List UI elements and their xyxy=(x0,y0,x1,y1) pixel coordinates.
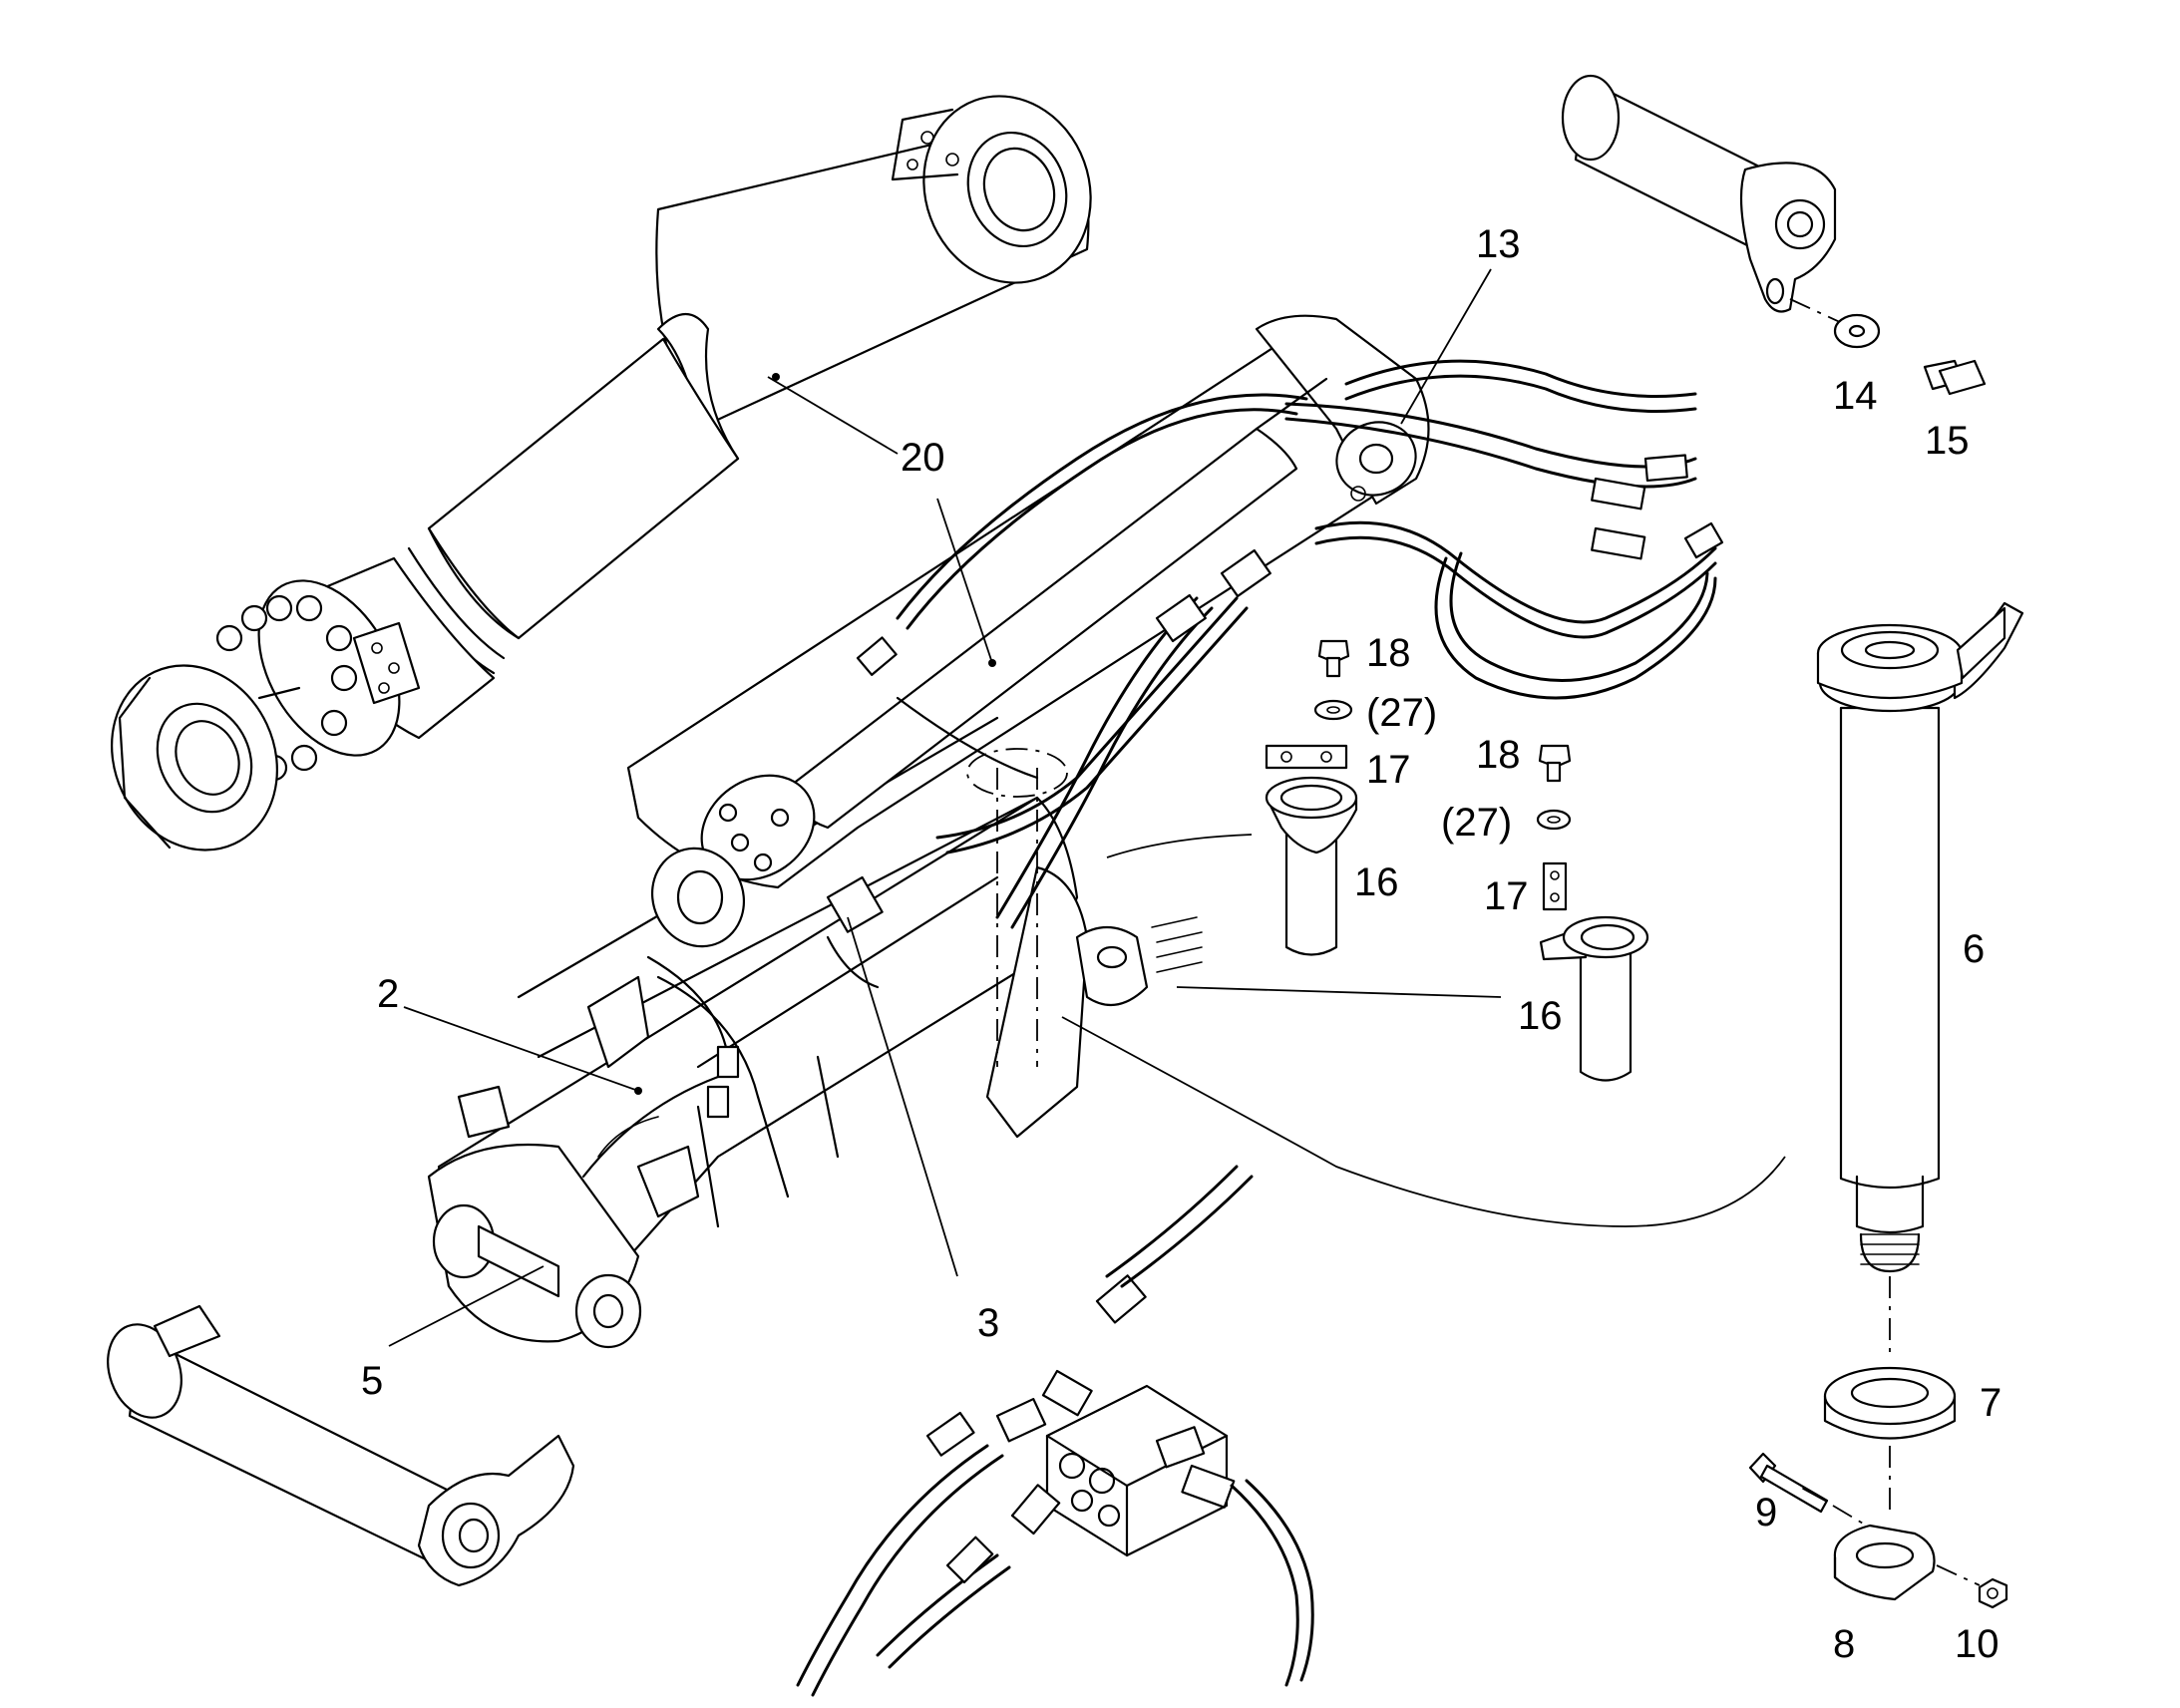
callout-18b: 18 xyxy=(1476,733,1521,777)
part-17-plate-b xyxy=(1542,861,1568,911)
part-17-plate-a xyxy=(1265,744,1348,770)
part-7-sleeve xyxy=(1823,1366,1957,1516)
part-20-boom-cylinder xyxy=(111,95,1092,852)
callout-10: 10 xyxy=(1955,1622,1999,1666)
callout-5: 5 xyxy=(361,1359,383,1403)
part-6-pin xyxy=(1816,601,2024,1356)
boom-rear-junction xyxy=(966,748,1203,1067)
callout-9: 9 xyxy=(1755,1491,1777,1535)
part-8-clamp xyxy=(1833,1524,1981,1601)
callout-3: 3 xyxy=(977,1301,999,1345)
part-15-bolt xyxy=(1923,359,1987,396)
callout-17b: 17 xyxy=(1484,874,1529,918)
callout-15: 15 xyxy=(1925,419,1970,463)
part-10-nut xyxy=(1978,1577,2008,1609)
callout-8: 8 xyxy=(1833,1622,1855,1666)
part-27-washer-b xyxy=(1536,809,1572,831)
part-13-pin xyxy=(1561,74,1856,330)
callout-18a: 18 xyxy=(1366,631,1411,675)
part-9-bolt xyxy=(1748,1452,1876,1532)
part-16-pin-b xyxy=(1539,915,1649,1082)
hose-junction-block xyxy=(796,1165,1314,1697)
boom-hoses xyxy=(457,359,1724,1218)
part-27-washer-a xyxy=(1313,699,1353,721)
callout-20: 20 xyxy=(901,436,945,480)
part-5-pin xyxy=(107,1304,575,1587)
callout-16b: 16 xyxy=(1518,994,1563,1038)
part-14-washer xyxy=(1833,313,1881,349)
arm-cylinder xyxy=(650,377,1328,948)
callout-17a: 17 xyxy=(1366,748,1411,792)
callout-14: 14 xyxy=(1833,374,1878,418)
callout-labels: 20 13 14 15 18 (27) 17 16 18 (27) 17 16 … xyxy=(361,222,2001,1666)
callout-27a: (27) xyxy=(1366,691,1437,735)
part-16-pin-a xyxy=(1265,776,1358,956)
callout-13: 13 xyxy=(1476,222,1521,266)
part-18-bolt-b xyxy=(1538,744,1572,783)
callout-16a: 16 xyxy=(1354,860,1399,904)
callout-6: 6 xyxy=(1963,927,1985,971)
leader-lines xyxy=(388,268,1786,1347)
callout-27b: (27) xyxy=(1441,801,1512,845)
callout-7: 7 xyxy=(1980,1381,2001,1425)
part-18-bolt-a xyxy=(1317,639,1350,678)
callout-2: 2 xyxy=(377,972,399,1016)
